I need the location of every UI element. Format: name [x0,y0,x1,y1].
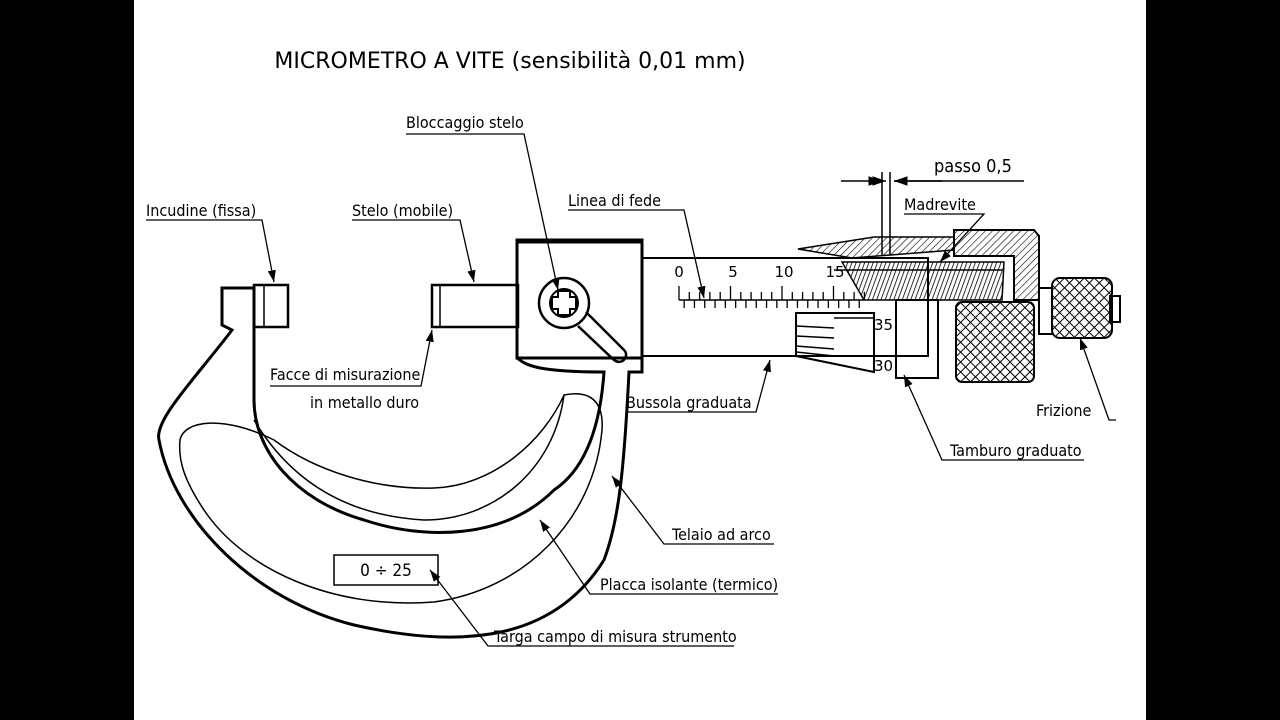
leader-linea-fede: Linea di fede [568,191,706,299]
label-placca-isolante: Placca isolante (termico) [600,575,778,594]
frame-arc [157,240,644,639]
label-incudine-fissa: Incudine (fissa) [146,201,256,220]
range-plate: 0 ÷ 25 [333,554,439,586]
label-linea-di-fede: Linea di fede [568,191,661,210]
label-frizione: Frizione [1036,401,1092,420]
sleeve-scale-10: 10 [774,263,793,281]
anvil-fixed [252,283,290,329]
label-facce-metallo: in metallo duro [310,393,419,412]
diagram-title: MICROMETRO A VITE (sensibilità 0,01 mm) [274,49,745,74]
range-plate-value: 0 ÷ 25 [360,561,412,581]
thimble-knurl [955,301,1035,383]
leader-targa: Targa campo di misura strumento [429,569,737,647]
micrometer-drawing: MICROMETRO A VITE (sensibilità 0,01 mm) … [146,49,1121,647]
leader-frizione: Frizione [1036,337,1116,421]
leader-stelo: Stelo (mobile) [352,201,476,283]
leader-madrevite: Madrevite [904,195,986,263]
pitch-label: passo 0,5 [934,156,1012,177]
label-facce-misurazione: Facce di misurazione [270,365,420,384]
leader-bussola: Bussola graduata [626,359,771,413]
spindle-lock [537,276,628,364]
friction-ratchet [1038,277,1121,339]
leader-tamburo: Tamburo graduato [903,374,1084,461]
sleeve-graduated: 0 5 10 15 [641,257,929,357]
pitch-dimension: passo 0,5 [841,156,1024,255]
label-targa-campo: Targa campo di misura strumento [493,627,737,646]
sleeve-scale-15: 15 [825,263,844,281]
sleeve-scale-0: 0 [674,263,684,281]
label-bloccaggio-stelo: Bloccaggio stelo [406,113,524,132]
spindle-mobile [430,283,520,329]
label-tamburo-graduato: Tamburo graduato [949,441,1082,460]
leader-facce: Facce di misurazione in metallo duro [270,329,434,412]
leader-incudine: Incudine (fissa) [146,201,276,283]
thimble-scale-35: 35 [874,316,893,334]
label-bussola-graduata: Bussola graduata [626,393,752,412]
leader-bloccaggio: Bloccaggio stelo [406,113,560,291]
label-telaio-ad-arco: Telaio ad arco [671,525,771,544]
thimble-graduated: 35 30 [795,299,939,379]
drawing-sheet: MICROMETRO A VITE (sensibilità 0,01 mm) … [134,0,1146,720]
label-madrevite: Madrevite [904,195,976,214]
leader-placca: Placca isolante (termico) [539,519,778,595]
thimble-scale-30: 30 [874,357,893,375]
label-stelo-mobile: Stelo (mobile) [352,201,453,220]
sleeve-scale-5: 5 [728,263,738,281]
lead-screw-section [797,229,1040,301]
leader-telaio: Telaio ad arco [611,475,774,545]
